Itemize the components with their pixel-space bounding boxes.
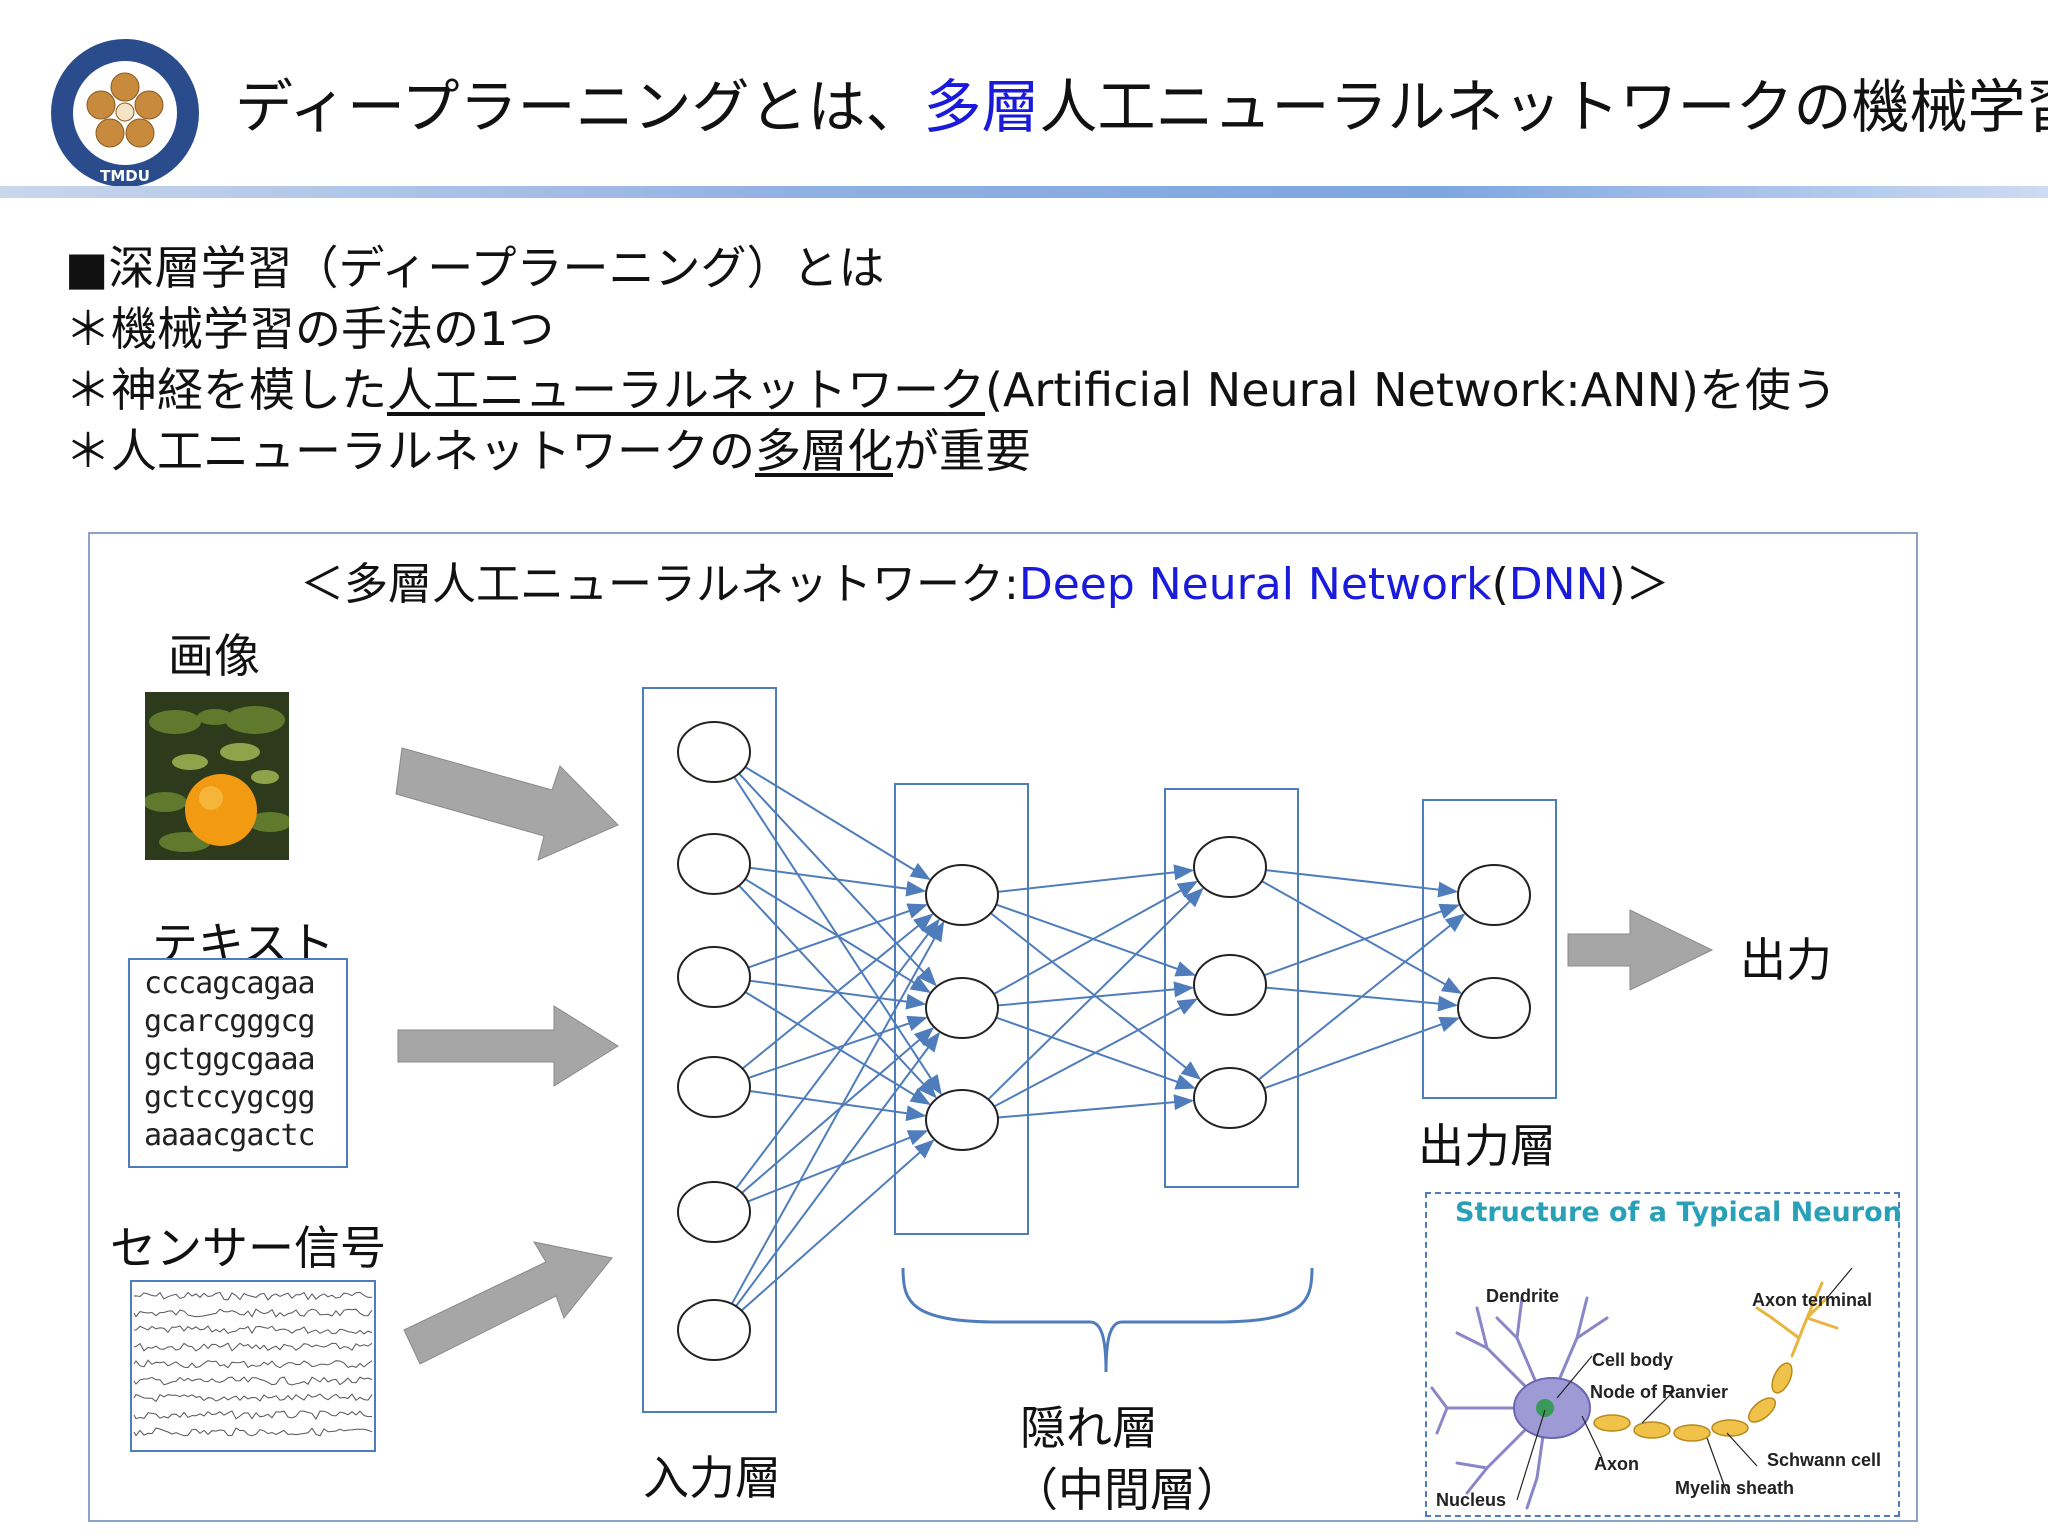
network-connection xyxy=(1263,1016,1460,1090)
hidden-layer-label: 隠れ層 xyxy=(1020,1401,1158,1455)
network-connection xyxy=(993,998,1198,1108)
output-node xyxy=(1457,977,1531,1039)
sensor-trace xyxy=(133,1410,373,1420)
network-connection xyxy=(735,1031,941,1307)
bullet-1: ＊機械学習の手法の1つ xyxy=(65,302,555,356)
network-connection xyxy=(740,1139,935,1312)
output-layer-box xyxy=(1422,799,1557,1099)
sensor-trace xyxy=(133,1291,373,1301)
network-connection xyxy=(1261,880,1463,994)
sensor-trace xyxy=(133,1427,373,1437)
neuron-label-axon: Axon xyxy=(1594,1454,1639,1474)
dna-line: aaaacgactc xyxy=(144,1118,316,1153)
network-connection xyxy=(747,1015,928,1079)
header-divider xyxy=(0,186,2048,198)
neuron-label-axon-terminal: Axon terminal xyxy=(1752,1290,1873,1310)
network-connection xyxy=(749,1089,927,1122)
network-connection xyxy=(993,880,1199,995)
sensor-trace xyxy=(133,1376,373,1386)
sensor-signal-box xyxy=(130,1280,376,1452)
svg-text:TMDU: TMDU xyxy=(100,167,150,185)
input-node xyxy=(677,833,751,895)
sensor-trace xyxy=(133,1359,373,1369)
neuron-illustration xyxy=(1430,1267,1853,1510)
neuron-inset-title: Structure of a Typical Neuron xyxy=(1455,1197,1902,1228)
network-connection xyxy=(741,913,934,1070)
network-connection xyxy=(730,921,945,1305)
bullet-heading: ■深層学習（ディープラーニング）とは xyxy=(65,241,885,295)
dnn-diagram-frame xyxy=(88,532,1918,1522)
network-connection xyxy=(747,1130,929,1203)
output-label: 出力 xyxy=(1740,933,1832,987)
hidden1-node xyxy=(925,977,999,1039)
input-node xyxy=(677,946,751,1008)
sensor-trace xyxy=(133,1393,373,1403)
sensor-trace xyxy=(133,1342,373,1352)
bullet-3: ＊人工ニューラルネットワークの多層化が重要 xyxy=(65,424,1031,478)
neuron-label-dendrite: Dendrite xyxy=(1486,1286,1560,1306)
image-input-arrow xyxy=(395,747,619,861)
network-connection xyxy=(995,903,1196,977)
image-label: 画像 xyxy=(168,629,260,683)
sensor-waveforms xyxy=(133,1291,373,1437)
text-input-arrow xyxy=(397,1005,619,1087)
network-connection xyxy=(1257,913,1466,1081)
sensor-trace xyxy=(134,1325,373,1335)
network-connection xyxy=(747,903,928,969)
neuron-label-schwann-cell: Schwann cell xyxy=(1767,1450,1882,1470)
output-arrow xyxy=(1567,909,1714,991)
hidden2-node xyxy=(1193,836,1267,898)
hidden2-node xyxy=(1193,1067,1267,1129)
hidden1-node xyxy=(925,1089,999,1151)
output-layer-label: 出力層 xyxy=(1418,1119,1556,1173)
dna-line: gctggcgaaa xyxy=(144,1042,316,1077)
neuron-label-myelin-sheath: Myelin sheath xyxy=(1675,1478,1795,1498)
network-connection xyxy=(987,887,1204,1101)
input-node xyxy=(677,1056,751,1118)
input-node xyxy=(677,1299,751,1361)
hidden-layer-sublabel: （中間層） xyxy=(1012,1463,1242,1517)
sensor-label: センサー信号 xyxy=(110,1221,386,1275)
dna-text-box: cccagcagaa gcarcgggcg gctggcgaaa gctccyg… xyxy=(128,958,348,1168)
network-connection xyxy=(997,981,1195,1007)
network-connection xyxy=(997,864,1195,893)
university-logo: TMDU xyxy=(51,39,199,187)
hidden-layer-2-box xyxy=(1164,788,1299,1188)
dnn-caption: ＜多層人工ニューラルネットワーク:Deep Neural Network(DNN… xyxy=(300,559,1670,610)
orange-photo xyxy=(145,692,289,860)
dna-line: cccagcagaa xyxy=(144,966,316,1001)
network-connection xyxy=(1263,903,1460,977)
input-layer-box xyxy=(642,687,777,1413)
sensor-trace xyxy=(133,1308,373,1318)
network-connection xyxy=(749,866,927,897)
dna-line: gcarcgggcg xyxy=(144,1004,316,1039)
network-connection xyxy=(741,1027,935,1194)
network-connection xyxy=(997,1094,1195,1119)
bullet-2: ＊神経を模した人工ニューラルネットワーク(Artificial Neural N… xyxy=(65,363,1837,417)
input-layer-label: 入力層 xyxy=(643,1451,781,1505)
dna-line: gctccygcgg xyxy=(144,1080,316,1115)
network-connection xyxy=(735,918,940,1189)
neuron-label-nucleus: Nucleus xyxy=(1436,1490,1507,1510)
output-node xyxy=(1457,864,1531,926)
hidden2-node xyxy=(1193,954,1267,1016)
sensor-input-arrow xyxy=(403,1241,613,1365)
input-node xyxy=(677,1181,751,1243)
network-connection xyxy=(744,766,931,881)
input-node xyxy=(677,721,751,783)
hidden1-node xyxy=(925,864,999,926)
neuron-inset xyxy=(1425,1192,1900,1517)
slide-title: ディープラーニングとは、多層人工ニューラルネットワークの機械学習 xyxy=(235,73,2048,141)
neuron-label-cell-body: Cell body xyxy=(1592,1350,1674,1370)
hidden-layer-brace xyxy=(901,1267,1314,1373)
neuron-label-node-of-ranvier: Node of Ranvier xyxy=(1590,1382,1729,1402)
network-connection xyxy=(1265,869,1459,898)
